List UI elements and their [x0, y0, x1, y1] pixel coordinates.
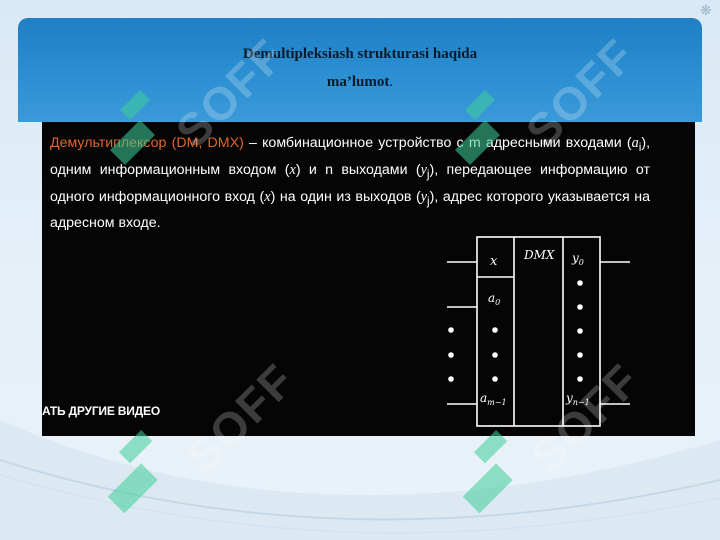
var-y: y: [420, 161, 427, 178]
title-period: .: [389, 74, 394, 90]
title-line-2: ma’lumot.: [140, 68, 580, 96]
dot-left-2: [448, 352, 454, 358]
label-yn1-sub: n−1: [573, 398, 590, 407]
label-a0-sub: 0: [495, 298, 500, 307]
definition-part-2: ), одним информационным входом (: [50, 135, 651, 178]
slide-title: Demultipleksiash strukturasi haqida ma’l…: [140, 40, 580, 96]
title-line-1: Demultipleksiash strukturasi haqida: [242, 46, 478, 62]
dot-left-1: [448, 327, 454, 333]
sub-j-2: j: [427, 193, 430, 208]
watermark-logo-1: [110, 90, 155, 165]
label-y0: y0: [571, 251, 584, 267]
dot-out-1: [577, 280, 583, 286]
more-videos-link[interactable]: АТЬ ДРУГИЕ ВИДЕО: [42, 404, 160, 418]
dot-addr-1: [492, 327, 498, 333]
label-a0-base: a: [488, 291, 495, 305]
label-dmx: DMX: [523, 248, 555, 262]
label-y0-base: y: [571, 251, 579, 265]
label-yn1-base: y: [565, 391, 573, 405]
label-am1: am−1: [480, 391, 507, 407]
watermark-logo-4: [462, 430, 513, 514]
dot-out-4: [577, 352, 583, 358]
label-a0: a0: [488, 291, 500, 307]
definition-part-4: ), передающее информацию от одного инфор…: [50, 161, 650, 205]
label-yn1: yn−1: [565, 391, 590, 407]
title-line-2-text: ma’lumot: [326, 74, 390, 90]
star-icon: ❋: [700, 2, 712, 18]
dmx-diagram: x DMX a0 am−1 y0 yn−1: [447, 236, 630, 427]
var-x-2: x: [264, 188, 271, 205]
var-a: a: [631, 135, 639, 151]
dot-out-3: [577, 328, 583, 334]
watermark-logo-3: [107, 430, 158, 514]
watermark-logo-2: [455, 90, 500, 165]
dot-left-3: [448, 376, 454, 382]
definition-part-6: ), адрес которого указывается на адресно…: [50, 188, 650, 232]
sub-i: i: [638, 139, 642, 154]
dot-addr-3: [492, 376, 498, 382]
background-wave: [0, 420, 720, 540]
sub-j: j: [426, 166, 430, 181]
dot-out-5: [577, 376, 583, 382]
label-am1-sub: m−1: [487, 398, 506, 407]
label-x: x: [490, 254, 498, 269]
dot-addr-2: [492, 352, 498, 358]
label-am1-base: a: [480, 391, 487, 405]
var-y-2: y: [420, 188, 428, 205]
dot-out-2: [577, 304, 583, 310]
label-y0-sub: 0: [579, 258, 584, 267]
definition-part-5: ) на один из выходов (: [270, 188, 421, 205]
var-x: x: [289, 161, 296, 178]
definition-part-1: – комбинационное устройство с m адресным…: [243, 135, 632, 151]
definition-part-3: ) и n выходами (: [295, 161, 421, 178]
dmx-block-outline: [476, 236, 601, 427]
